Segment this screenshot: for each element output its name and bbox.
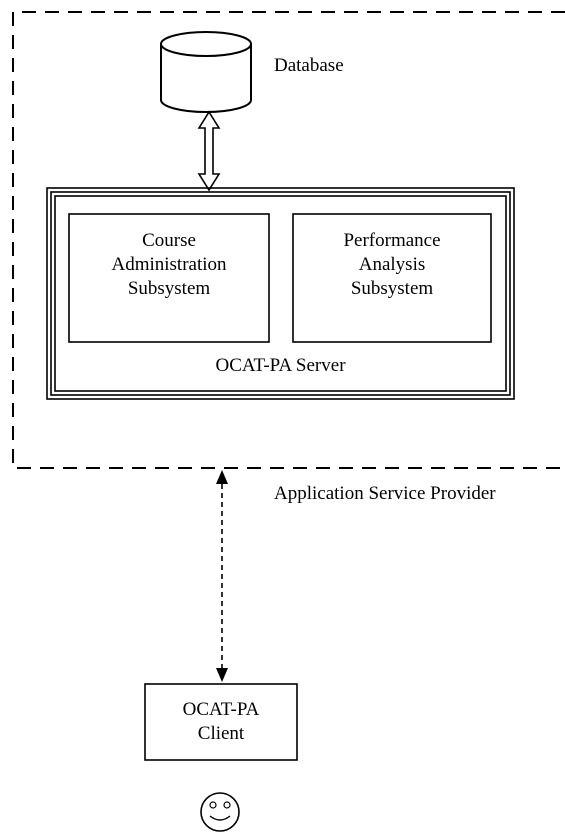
subsystem-line: Analysis	[358, 254, 426, 275]
performance-analysis-subsystem-label: Performance Analysis Subsystem	[293, 229, 491, 301]
subsystem-line: Subsystem	[350, 278, 434, 299]
provider-client-link-arrow	[216, 470, 228, 682]
database-cylinder-icon	[160, 31, 252, 113]
provider-boundary	[12, 11, 565, 469]
subsystem-line: Subsystem	[127, 278, 211, 299]
course-administration-subsystem-label: Course Administration Subsystem	[69, 229, 269, 301]
client-line: Client	[197, 723, 245, 744]
client-box	[144, 683, 298, 761]
subsystem-line: Performance	[343, 230, 441, 251]
client-label: OCAT-PA Client	[145, 698, 297, 746]
performance-analysis-subsystem-box	[292, 213, 492, 343]
server-label: OCAT-PA Server	[215, 355, 346, 376]
database-label: Database	[274, 55, 344, 76]
server-box	[46, 187, 515, 400]
smiley-user-icon	[200, 792, 240, 832]
database-server-link-arrow	[197, 110, 221, 192]
client-line: OCAT-PA	[182, 699, 260, 720]
subsystem-line: Administration	[111, 254, 227, 275]
subsystem-line: Course	[142, 230, 196, 251]
provider-label: Application Service Provider	[274, 483, 496, 504]
course-administration-subsystem-box	[68, 213, 270, 343]
